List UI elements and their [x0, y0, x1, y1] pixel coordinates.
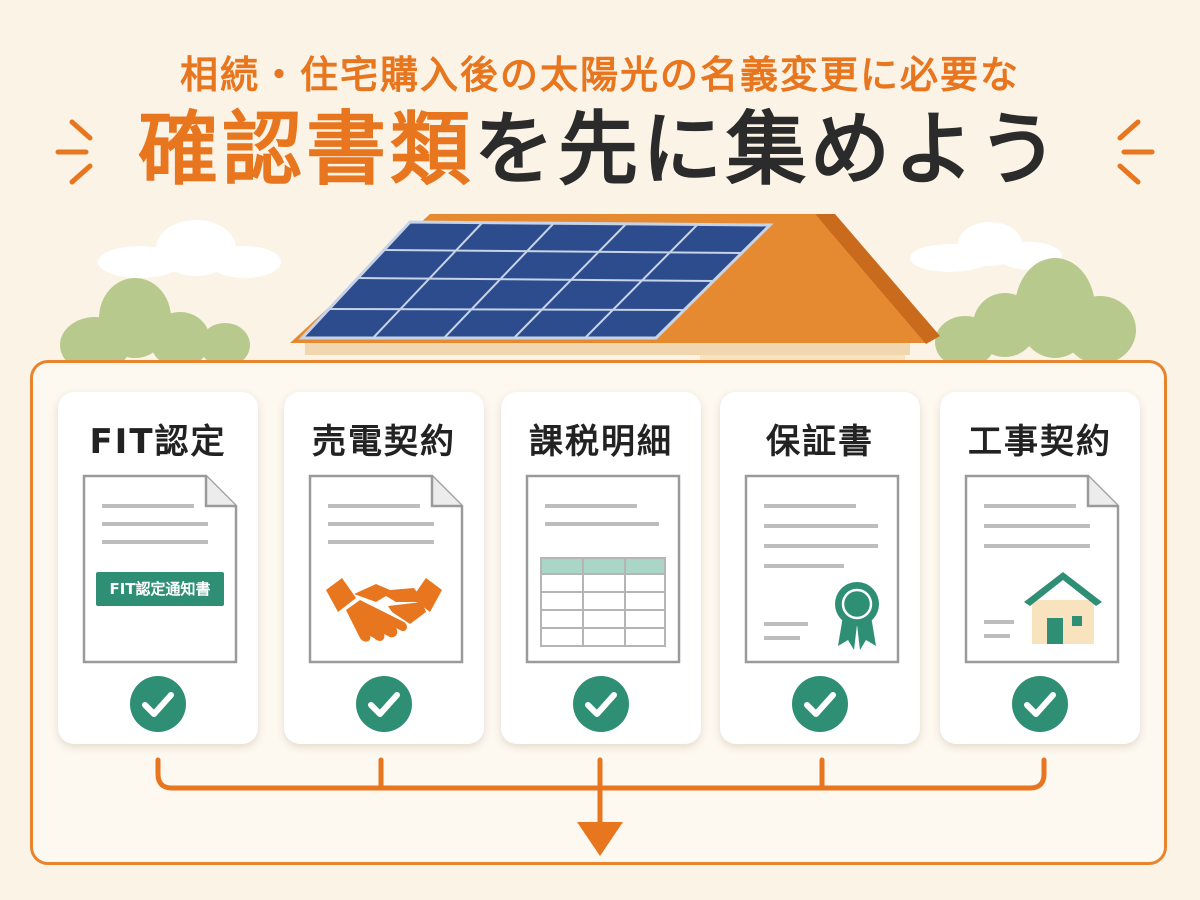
- card-warranty: 保証書: [720, 392, 920, 744]
- document-icon: [744, 474, 900, 664]
- check-icon: [356, 676, 412, 732]
- seal-ribbon-icon: [835, 582, 879, 650]
- house-icon: [1024, 572, 1102, 644]
- check-icon: [1012, 676, 1068, 732]
- headline: 確認書類を先に集めよう: [0, 110, 1200, 190]
- right-burst-icon: [1117, 119, 1155, 185]
- bush-right-icon: [935, 258, 1136, 368]
- document-icon: [525, 474, 681, 664]
- check-icon: [792, 676, 848, 732]
- card-title: FIT認定: [89, 422, 227, 462]
- card-title: 課税明細: [529, 422, 673, 462]
- card-title: 保証書: [766, 422, 874, 462]
- left-burst-icon: [55, 119, 93, 185]
- document-icon: [964, 474, 1120, 664]
- handshake-icon: [326, 578, 442, 642]
- subtitle: 相続・住宅購入後の太陽光の名義変更に必要な: [179, 53, 1020, 97]
- headline-rest: を先に集めよう: [474, 103, 1062, 196]
- card-power-sales-contract: 売電契約: [284, 392, 484, 744]
- down-arrow-icon: [577, 822, 623, 856]
- card-title: 売電契約: [312, 422, 456, 462]
- check-icon: [130, 676, 186, 732]
- bush-left-icon: [60, 278, 250, 370]
- house-scene: [60, 214, 1136, 370]
- document-icon: [82, 474, 238, 664]
- document-icon: [308, 474, 464, 664]
- check-icon: [573, 676, 629, 732]
- card-tax-statement: 課税明細: [501, 392, 701, 744]
- headline-accent: 確認書類: [138, 103, 474, 196]
- card-title: 工事契約: [968, 422, 1112, 462]
- cloud-left-icon: [98, 220, 281, 278]
- card-construction-contract: 工事契約: [940, 392, 1140, 744]
- fit-notice-badge: FIT認定通知書: [96, 572, 224, 606]
- card-fit-certification: FIT認定 FIT認定通知書: [58, 392, 258, 744]
